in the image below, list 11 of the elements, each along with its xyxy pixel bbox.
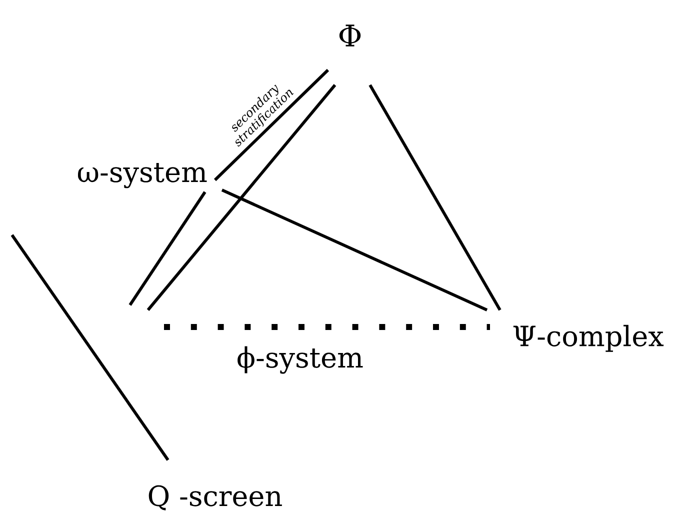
line <box>10 234 170 461</box>
line <box>214 68 330 182</box>
line <box>368 84 502 311</box>
term-label: Ψ-complex <box>513 324 664 352</box>
term-label: ω-system <box>78 163 207 188</box>
line <box>221 188 488 312</box>
term-label: Φ <box>339 24 361 46</box>
term-label: ϕ-system <box>238 346 363 374</box>
line <box>146 84 336 311</box>
line <box>128 191 206 306</box>
term-label: Q -screen <box>148 485 282 510</box>
